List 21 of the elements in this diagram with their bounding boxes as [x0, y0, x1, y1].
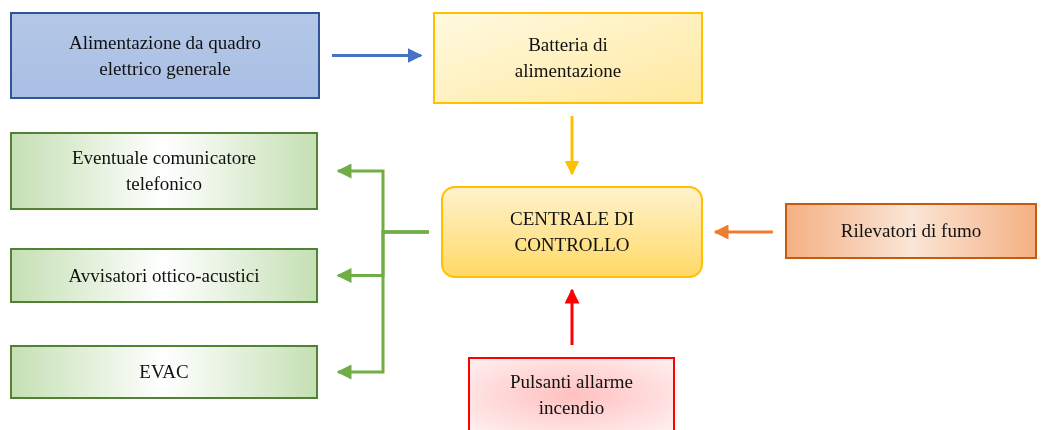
battery-box: [433, 12, 703, 104]
arrow: [332, 48, 423, 63]
control-panel-box: [441, 186, 703, 278]
node-label: Avvisatori ottico-acustici: [68, 263, 260, 288]
output-device-box: [10, 345, 318, 399]
alarm-button-box: [468, 357, 675, 430]
node-label: Eventuale comunicatore telefonico: [70, 146, 258, 196]
arrow: [564, 288, 580, 345]
node-label: EVAC: [139, 360, 189, 385]
node-label: Alimentazione da quadro elettrico generale: [67, 30, 262, 81]
arrow: [336, 230, 429, 380]
arrow: [713, 224, 773, 240]
power-supply-box: [10, 12, 320, 99]
output-device-box: [10, 132, 318, 210]
detector-box: [785, 203, 1037, 259]
node-label: CENTRALE DI CONTROLLO: [509, 207, 635, 257]
node-label: Pulsanti allarme incendio: [509, 370, 634, 420]
node-label: Batteria di alimentazione: [513, 33, 623, 83]
node-label: Rilevatori di fumo: [840, 219, 982, 244]
output-device-box: [10, 248, 318, 303]
arrow: [564, 116, 580, 176]
